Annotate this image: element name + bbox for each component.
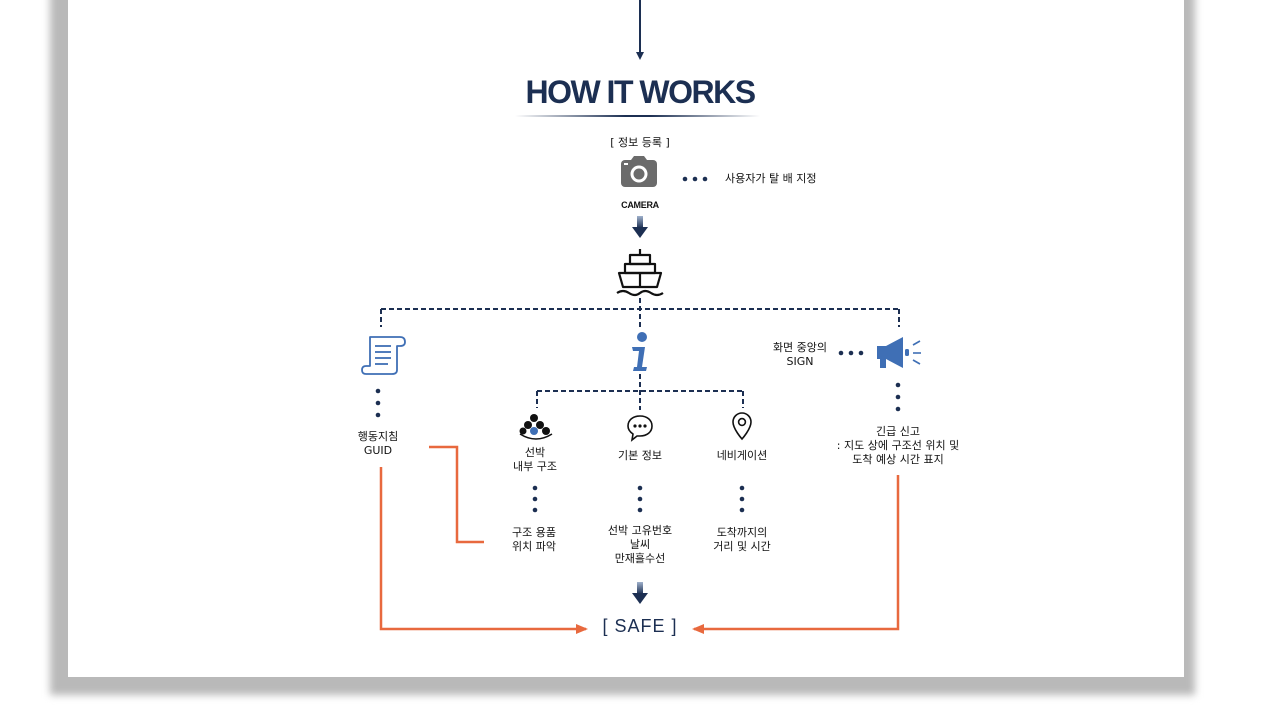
dot-chains	[375, 176, 901, 513]
basic-info-label: 기본 정보	[618, 449, 662, 462]
paper-sheet	[68, 0, 1184, 677]
down-arrow-camera	[632, 216, 648, 238]
navigation-label: 네비게이션	[716, 449, 768, 462]
page-title: HOW IT WORKS	[525, 74, 756, 110]
camera-label: CAMERA	[621, 200, 659, 210]
title-underline	[515, 115, 760, 117]
user-designate-label: 사용자가 탈 배 지정	[725, 172, 817, 185]
orange-connectors	[379, 445, 900, 634]
ship-icon	[616, 249, 664, 297]
dashed-branch-main	[380, 298, 900, 328]
camera-icon	[621, 156, 657, 187]
chat-bubble-icon	[627, 415, 653, 442]
map-pin-icon	[732, 412, 752, 441]
register-label: [ 정보 등록 ]	[610, 136, 670, 149]
rescue-items-label: 구조 용품 위치 파악	[512, 526, 556, 553]
down-arrow-safe	[632, 582, 648, 604]
safe-label: [ SAFE ]	[602, 616, 678, 636]
sign-label: 화면 중앙의 SIGN	[772, 341, 828, 368]
arrival-label: 도착까지의 거리 및 시간	[713, 526, 771, 553]
ship-details-label: 선박 고유번호 날씨 만재흘수선	[607, 524, 673, 565]
megaphone-icon	[877, 337, 921, 368]
ship-structure-icon	[519, 414, 553, 440]
emergency-label: 긴급 신고 : 지도 상에 구조선 위치 및 도착 예상 시간 표지	[836, 425, 960, 466]
dashed-branch-info	[536, 374, 744, 410]
guide-label: 행동지침 GUID	[357, 430, 399, 457]
info-icon	[632, 332, 647, 371]
scroll-icon	[361, 336, 406, 375]
ship-structure-label: 선박 내부 구조	[513, 446, 557, 473]
